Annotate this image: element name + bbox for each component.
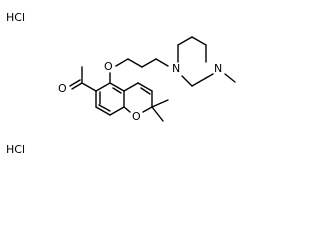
carbonyl-oxygen-label: O <box>58 82 67 95</box>
hcl-label-top: HCl <box>6 11 25 24</box>
piperazine-ring <box>177 36 236 87</box>
ether-oxygen-label: O <box>104 60 113 73</box>
gem-dimethyl <box>151 99 169 122</box>
chemical-structure-diagram: HCl HCl O O <box>6 11 236 156</box>
pyran-ring <box>123 82 153 113</box>
ring-oxygen-label: O <box>132 110 141 123</box>
benzene-ring <box>95 82 125 116</box>
piperazine-n4-label: N <box>214 62 222 75</box>
acetyl-group <box>69 66 97 92</box>
propoxy-chain <box>109 58 169 84</box>
piperazine-n1-label: N <box>172 62 180 75</box>
hcl-label-bottom: HCl <box>6 143 25 156</box>
